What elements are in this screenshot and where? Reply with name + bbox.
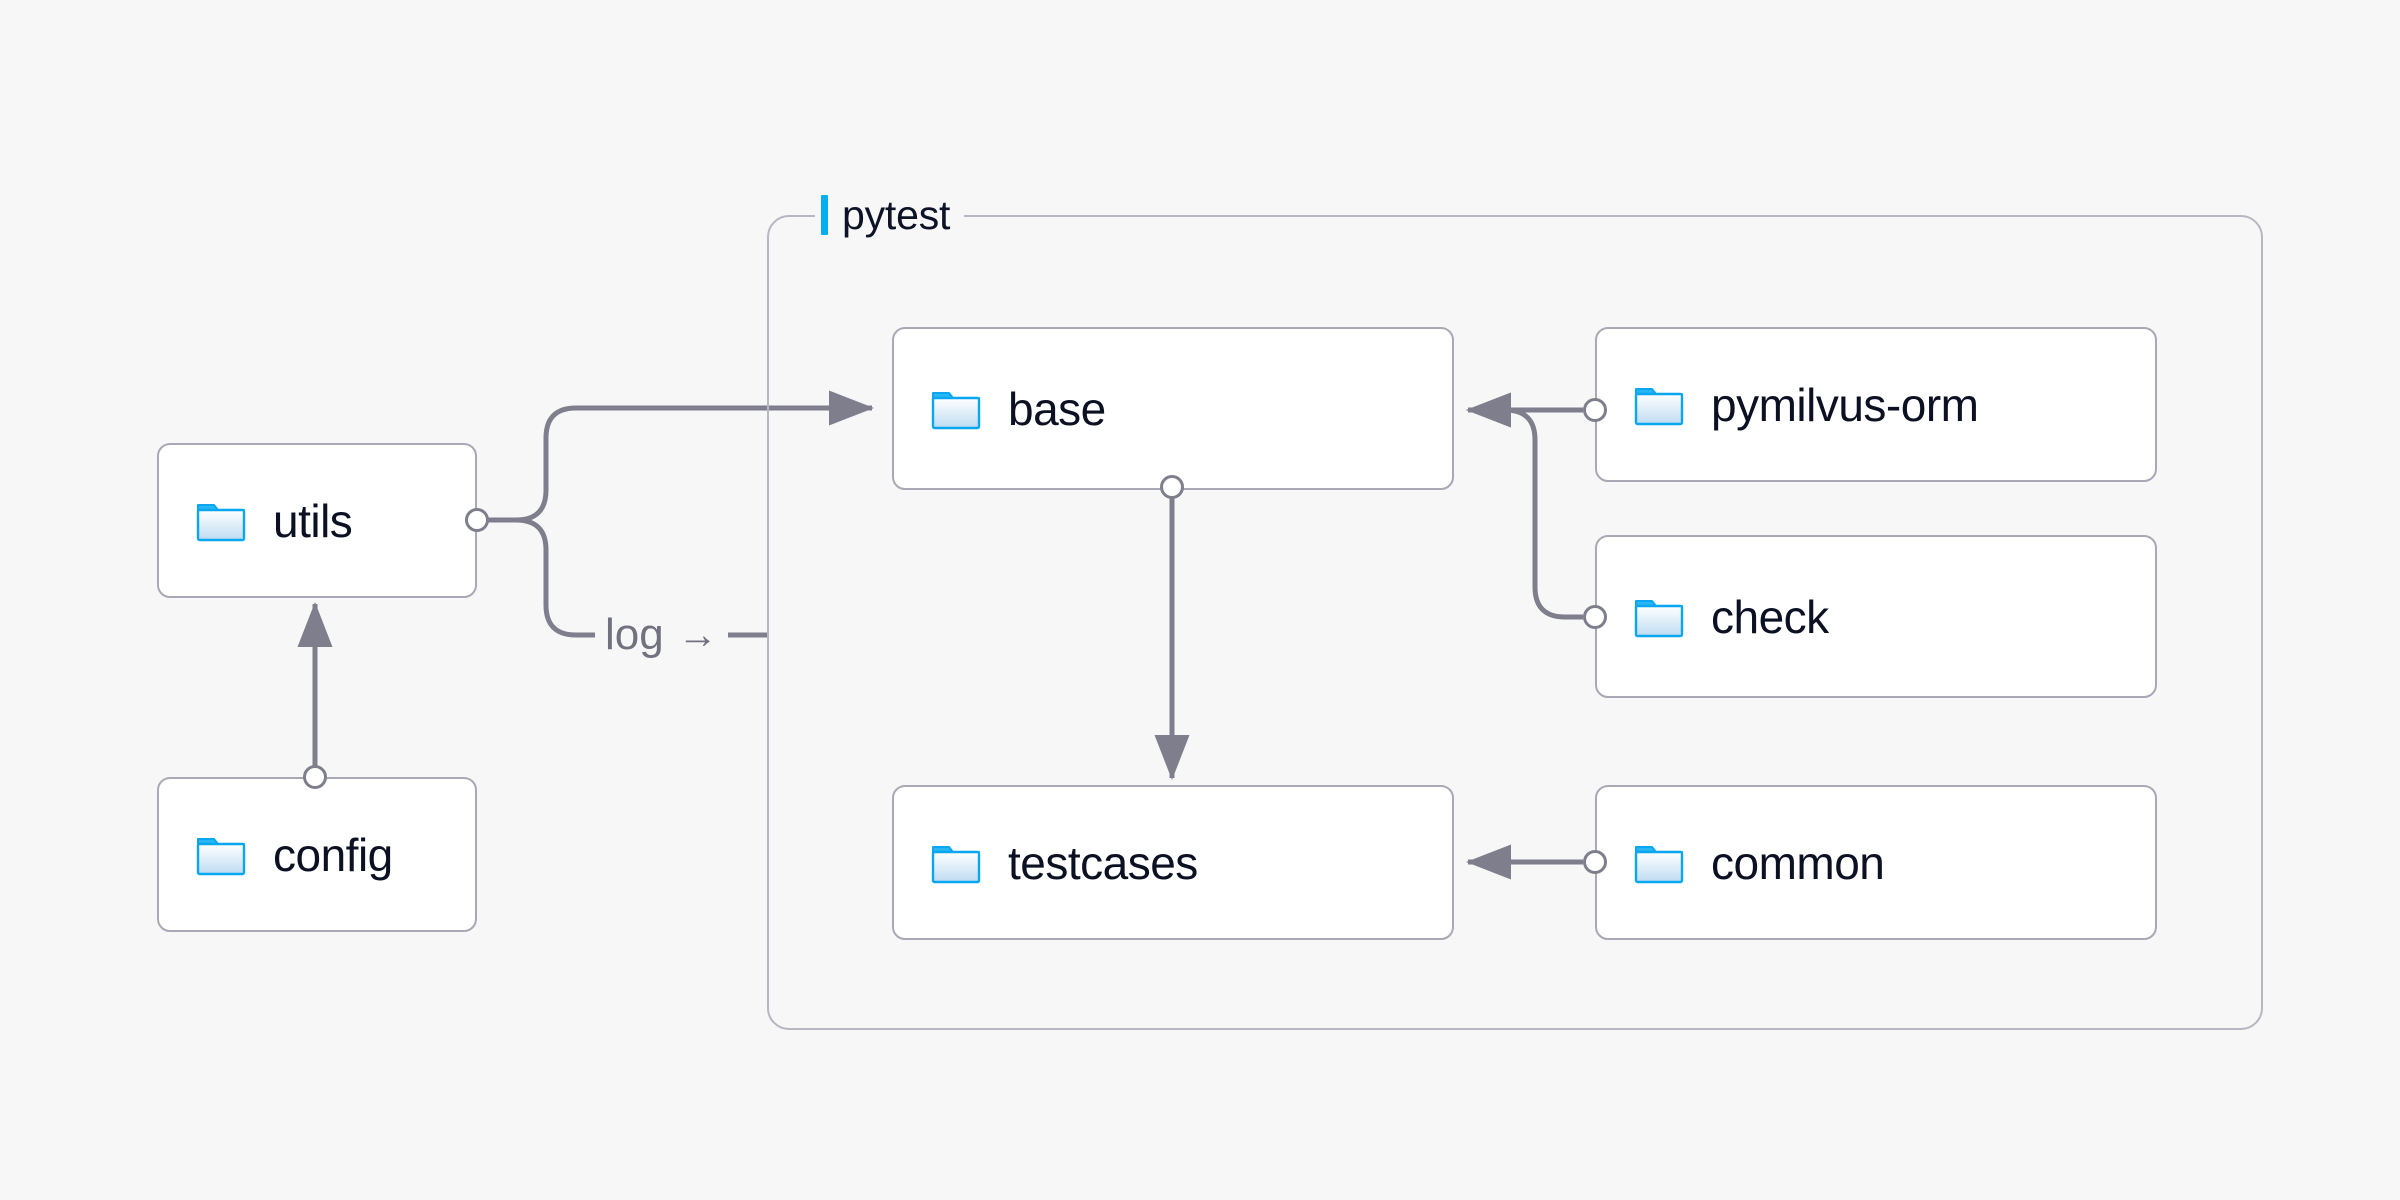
handle-base-bottom[interactable] [1160,475,1184,499]
folder-icon [931,845,981,883]
node-utils[interactable]: utils [157,443,477,598]
group-pytest[interactable] [767,215,2263,1030]
folder-icon [196,503,246,541]
folder-icon [1634,387,1684,425]
node-common[interactable]: common [1595,785,2157,940]
handle-pymilvus-orm-left[interactable] [1583,398,1607,422]
folder-icon [1634,845,1684,883]
node-base-label: base [1008,382,1106,435]
group-pytest-title: pytest [842,191,951,238]
node-check[interactable]: check [1595,535,2157,698]
node-utils-label: utils [273,494,353,547]
node-pymilvus-orm[interactable]: pymilvus-orm [1595,327,2157,482]
node-testcases[interactable]: testcases [892,785,1454,940]
node-pymilvus-orm-label: pymilvus-orm [1711,378,1979,431]
node-check-label: check [1711,590,1829,643]
arrow-right-icon: → [677,613,718,657]
group-accent-bar [821,195,828,235]
handle-common-left[interactable] [1583,850,1607,874]
node-config-label: config [273,828,393,881]
handle-check-left[interactable] [1583,605,1607,629]
handle-utils-right[interactable] [465,508,489,532]
group-pytest-label: pytest [815,191,965,238]
handle-config-top[interactable] [303,765,327,789]
edge-label-log-text: log [605,610,664,659]
node-common-label: common [1711,836,1885,889]
node-testcases-label: testcases [1008,836,1198,889]
node-config[interactable]: config [157,777,477,932]
folder-icon [1634,599,1684,637]
node-base[interactable]: base [892,327,1454,490]
folder-icon [931,391,981,429]
folder-icon [196,837,246,875]
edge-label-log[interactable]: log → [595,607,728,663]
